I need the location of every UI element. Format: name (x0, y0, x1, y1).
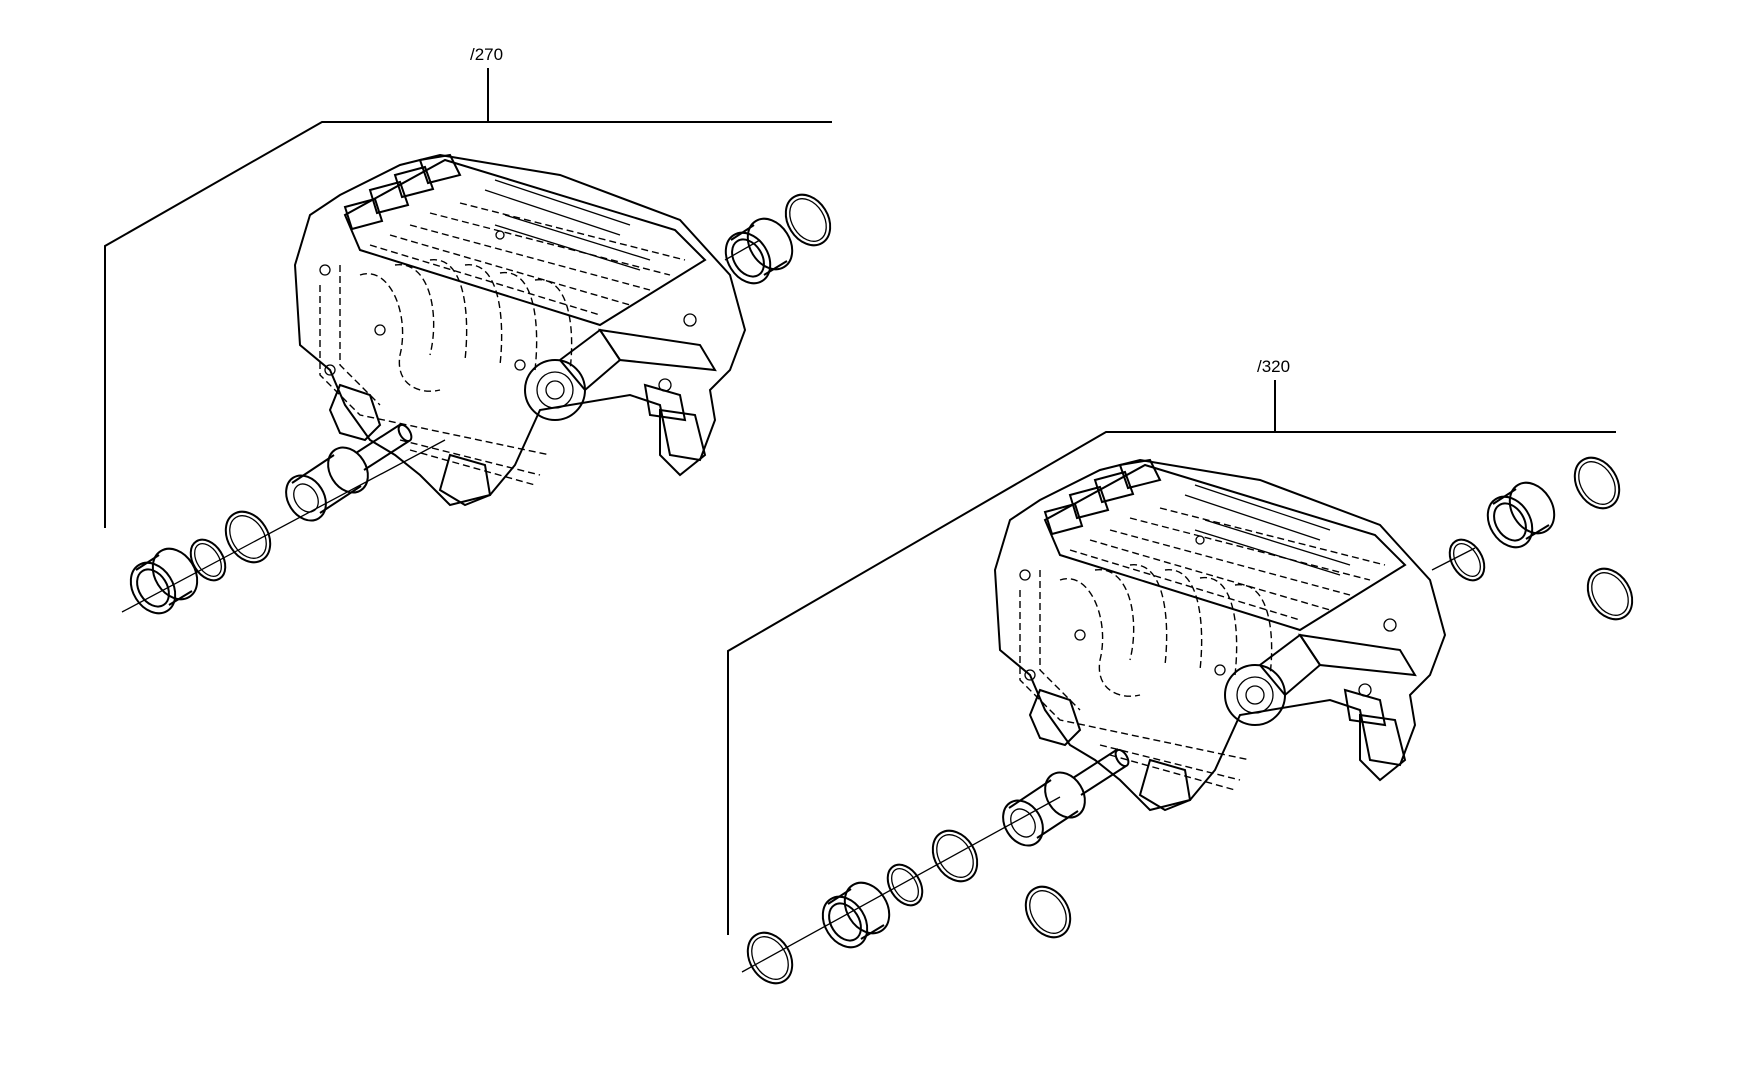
axis-line (741, 796, 1061, 973)
axis-line (121, 439, 446, 613)
o-ring (1564, 448, 1630, 518)
o-ring (215, 502, 281, 572)
bushing (812, 873, 900, 957)
leader-line-270 (104, 68, 832, 528)
assembly-label-270: /270 (470, 45, 503, 64)
assembly-320: /320 (727, 357, 1643, 993)
shaft (994, 746, 1133, 854)
bushing (120, 539, 208, 623)
o-ring (182, 532, 234, 588)
o-ring (1015, 877, 1081, 947)
valve-body-270 (294, 154, 746, 506)
assembly-label-320: /320 (1257, 357, 1290, 376)
shaft (277, 421, 416, 529)
assembly-270: /270 (104, 45, 841, 623)
bushing (1477, 473, 1565, 557)
o-ring (1577, 559, 1643, 629)
axis-line (1431, 547, 1476, 571)
o-ring (775, 185, 841, 255)
valve-body-320 (994, 459, 1446, 811)
o-ring (737, 923, 803, 993)
bushing (715, 209, 803, 293)
o-ring (922, 821, 988, 891)
leader-line-320 (727, 380, 1616, 935)
o-ring (1441, 532, 1493, 588)
